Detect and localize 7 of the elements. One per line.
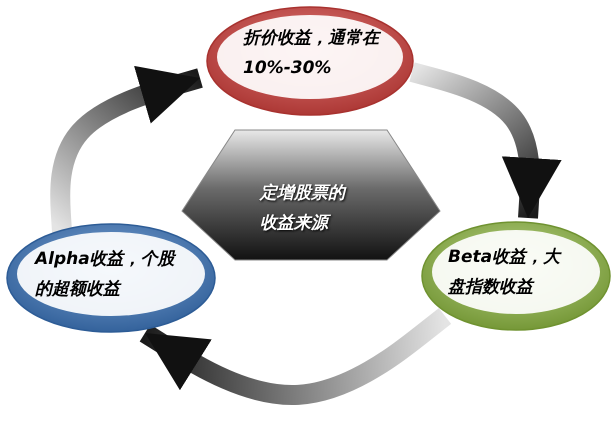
curved-arrow [140,308,452,405]
curved-arrow [409,62,562,219]
curved-arrow [50,66,203,233]
node-label: Alpha收益，个股的超额收益 [35,248,178,301]
node-label: Beta收益，大盘指数收益 [448,246,563,299]
node-label: 折价收益，通常在10%-30% [243,27,382,80]
node-label: 定增股票的收益来源 [260,182,348,235]
